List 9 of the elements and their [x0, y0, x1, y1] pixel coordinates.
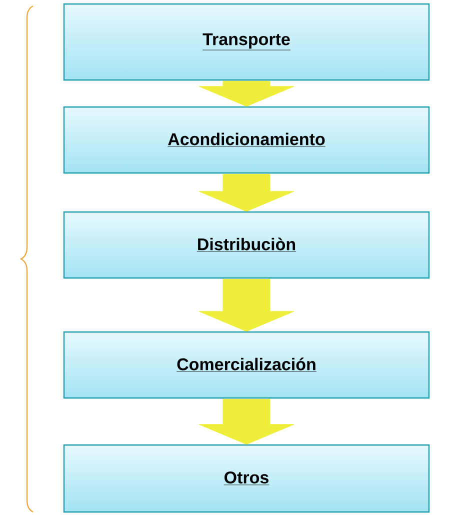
- process-box: Comercialización: [63, 331, 430, 399]
- block-arrow: [198, 174, 294, 212]
- process-box: Acondicionamiento: [63, 106, 430, 174]
- process-box: Transporte: [63, 3, 430, 81]
- block-arrow: [198, 80, 294, 107]
- block-arrow: [198, 278, 294, 332]
- block-arrow: [198, 398, 294, 445]
- process-box: Otros: [63, 444, 430, 513]
- process-box: Distribuciòn: [63, 211, 430, 279]
